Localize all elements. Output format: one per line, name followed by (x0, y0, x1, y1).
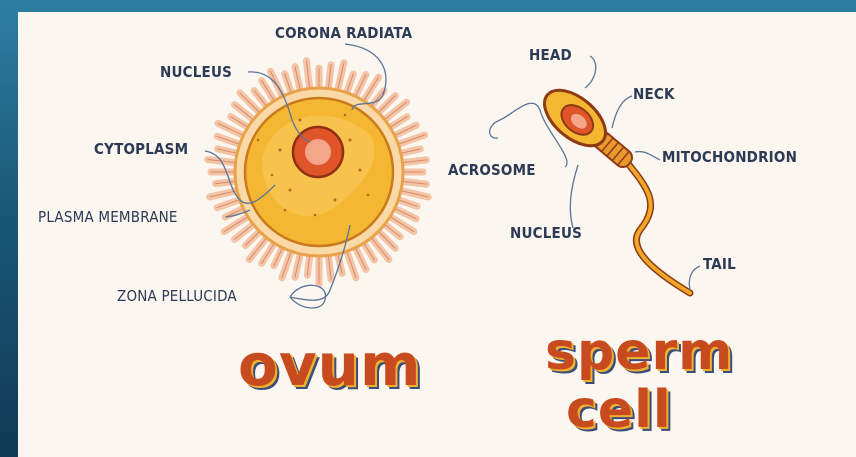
label-mitochondrion: MITOCHONDRION (662, 150, 797, 165)
sperm-title-line1: sperm (545, 326, 733, 378)
ovum-cell (208, 61, 428, 284)
label-sperm-nucleus: NUCLEUS (510, 226, 582, 241)
sperm-title-line2: cell (566, 384, 672, 436)
label-corona-radiata: CORONA RADIATA (275, 26, 412, 41)
sperm-cell (535, 80, 690, 293)
ovum-nucleolus (305, 139, 331, 165)
label-ovum-nucleus: NUCLEUS (160, 65, 232, 80)
label-cytoplasm: CYTOPLASM (94, 142, 188, 157)
label-head: HEAD (529, 48, 572, 63)
ovum-title: ovum (238, 336, 421, 394)
label-zona-pellucida: ZONA PELLUCIDA (117, 289, 237, 304)
sperm-tail (625, 160, 690, 293)
label-acrosome: ACROSOME (448, 163, 536, 178)
label-neck: NECK (633, 87, 675, 102)
label-plasma-membrane: PLASMA MEMBRANE (38, 210, 178, 225)
label-tail: TAIL (703, 257, 736, 272)
